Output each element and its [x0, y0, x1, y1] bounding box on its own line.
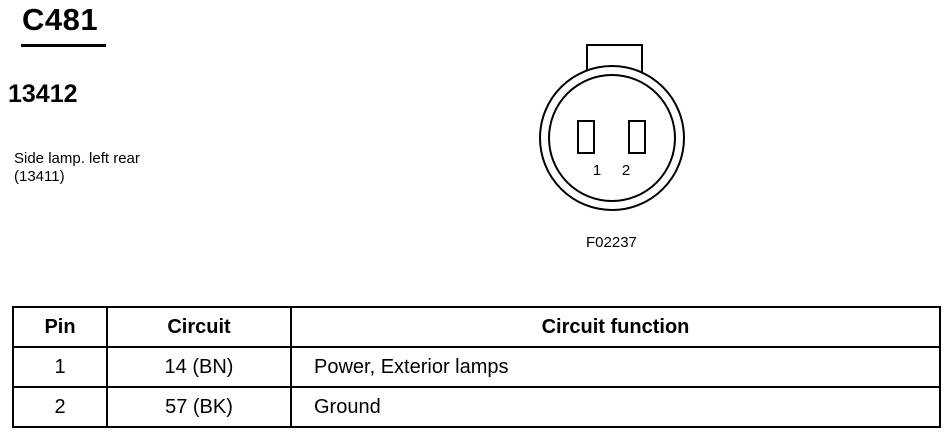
connector-face-drawing: 1 2: [539, 44, 685, 211]
drawing-code: F02237: [586, 234, 637, 251]
table-header-row: Pin Circuit Circuit function: [12, 306, 941, 348]
connector-id-underline: [21, 44, 106, 47]
connector-inner-housing: [548, 74, 676, 202]
pin-label-1: 1: [593, 162, 601, 179]
terminal-1: [577, 120, 595, 154]
table-row: 2 57 (BK) Ground: [12, 386, 941, 428]
cell-circuit-function: Power, Exterior lamps: [290, 346, 941, 388]
part-number: 13412: [8, 80, 78, 108]
table-row: 1 14 (BN) Power, Exterior lamps: [12, 346, 941, 388]
cell-circuit: 57 (BK): [106, 386, 292, 428]
pin-label-2: 2: [622, 162, 630, 179]
cell-circuit: 14 (BN): [106, 346, 292, 388]
header-circuit-function: Circuit function: [290, 306, 941, 348]
cell-pin: 2: [12, 386, 108, 428]
cell-circuit-function: Ground: [290, 386, 941, 428]
description-line-1: Side lamp. left rear: [14, 150, 140, 167]
terminal-2: [628, 120, 646, 154]
connector-id: C481: [22, 2, 99, 37]
header-pin: Pin: [12, 306, 108, 348]
description-line-2: (13411): [14, 168, 65, 185]
pin-table: Pin Circuit Circuit function 1 14 (BN) P…: [12, 306, 941, 428]
header-circuit: Circuit: [106, 306, 292, 348]
component-description: Side lamp. left rear (13411): [14, 150, 140, 186]
cell-pin: 1: [12, 346, 108, 388]
